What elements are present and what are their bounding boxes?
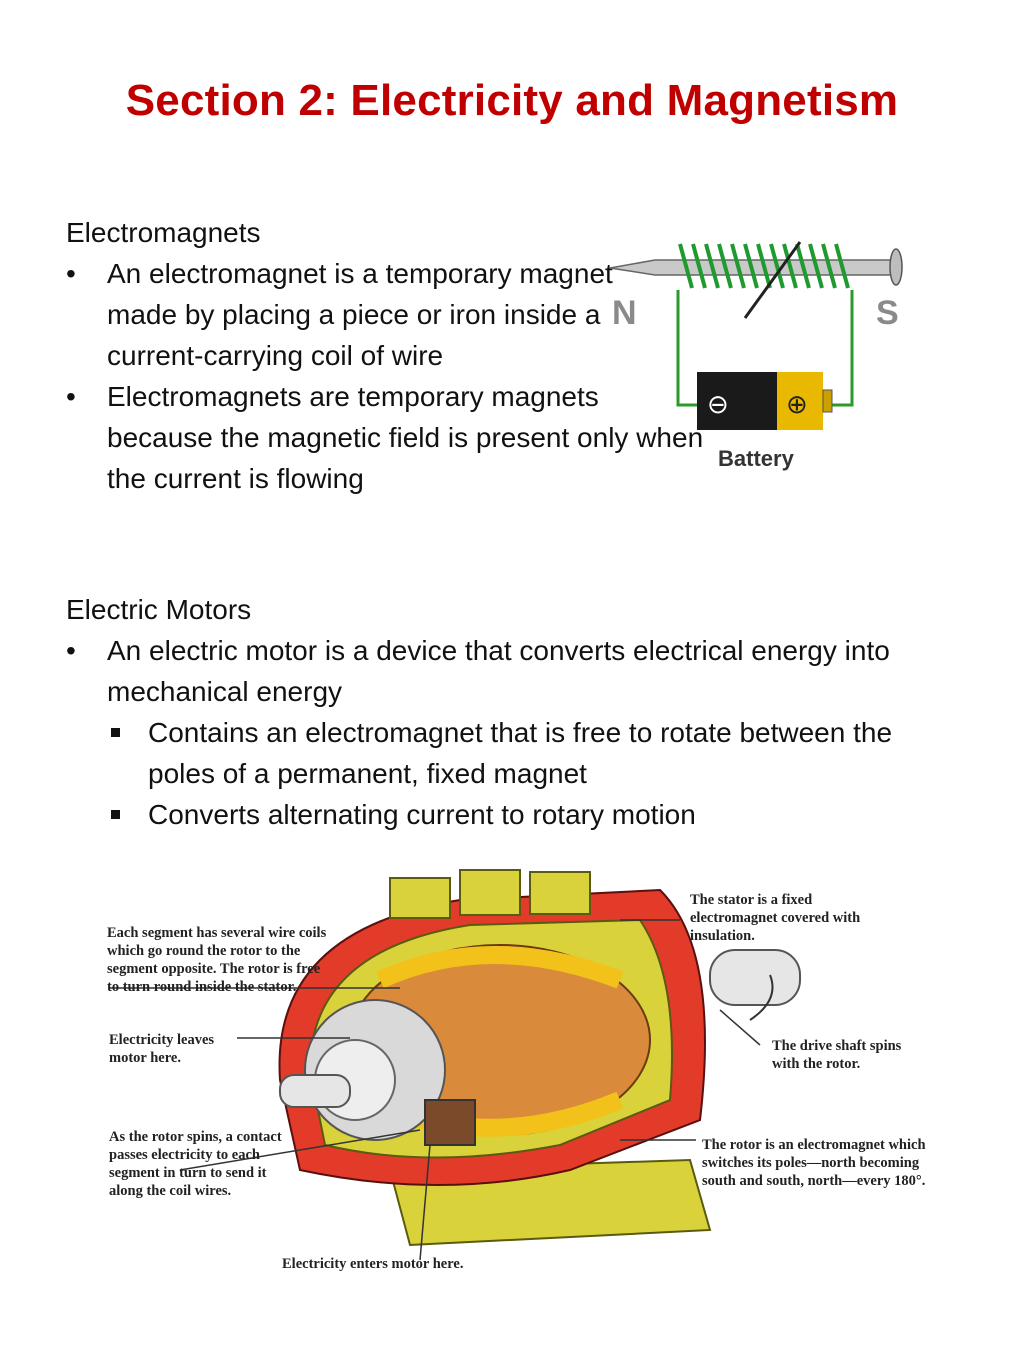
electromagnets-list: An electromagnet is a temporary magnet m… — [66, 253, 703, 499]
callout-leaves: Electricity leaves motor here. — [109, 1032, 215, 1066]
electromagnet-diagram: N S ⊖ ⊕ Battery — [609, 241, 903, 471]
motor-diagram — [110, 869, 801, 1261]
brush — [424, 1099, 476, 1146]
callout-rotor: The rotor is an electromagnet which swit… — [702, 1137, 926, 1189]
north-pole-label: N — [612, 294, 637, 332]
rotation-arrow-icon — [749, 974, 774, 1021]
electromagnets-bullet-1: An electromagnet is a temporary magnet m… — [66, 253, 627, 376]
callout-lines — [110, 919, 761, 1261]
motors-heading: Electric Motors — [66, 594, 252, 625]
callout-stator: The stator is a fixed electromagnet cove… — [690, 892, 861, 944]
electromagnets-bullet-2: Electromagnets are temporary magnets bec… — [66, 376, 707, 499]
battery-icon — [697, 372, 777, 430]
wire-right — [830, 290, 854, 407]
callout-segment: Each segment has several wire coils whic… — [107, 925, 327, 995]
callout-shaft: The drive shaft spins with the rotor. — [772, 1038, 902, 1072]
minus-terminal-icon: ⊖ — [707, 390, 729, 420]
motors-bullet: An electric motor is a device that conve… — [66, 630, 956, 835]
motors-sub-bullet-1: Contains an electromagnet that is free t… — [107, 712, 956, 794]
drive-shaft-right — [709, 949, 801, 1006]
south-pole-label: S — [876, 294, 899, 332]
callout-spins: As the rotor spins, a contact passes ele… — [109, 1129, 282, 1199]
motors-sub-bullet-2: Converts alternating current to rotary m… — [107, 794, 956, 835]
motors-list: An electric motor is a device that conve… — [66, 630, 956, 835]
electromagnets-heading: Electromagnets — [66, 217, 261, 248]
page-title: Section 2: Electricity and Magnetism — [125, 76, 899, 125]
callout-enters: Electricity enters motor here. — [282, 1256, 464, 1272]
coil-icon — [678, 243, 850, 289]
plus-terminal-icon: ⊕ — [786, 390, 808, 420]
drive-shaft-left — [279, 1074, 351, 1108]
wire-left — [676, 290, 700, 407]
battery-label: Battery — [718, 446, 795, 471]
